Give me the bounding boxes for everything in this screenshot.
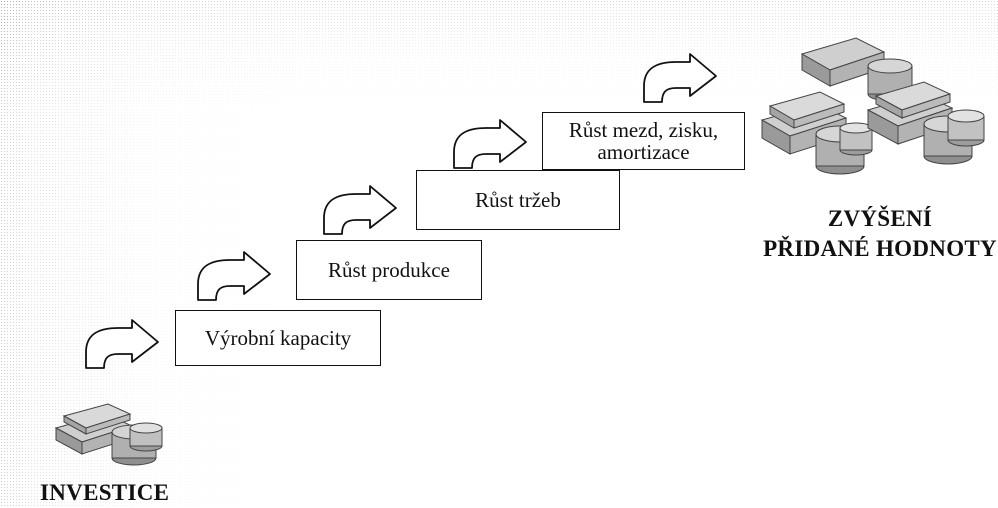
step-label: Růst produkce xyxy=(328,257,450,282)
step-label: Výrobní kapacity xyxy=(204,325,352,350)
curved-arrow-icon xyxy=(643,53,717,103)
start-label: INVESTICE xyxy=(40,480,170,505)
end-label-line2: PŘIDANÉ HODNOTY xyxy=(763,236,997,261)
money-stack-icon xyxy=(54,403,163,466)
money-stack-icon xyxy=(760,37,985,175)
curved-arrow-icon xyxy=(453,119,527,169)
step-label: Růst tržeb xyxy=(475,187,561,212)
step-box-rust-mezd: Růst mezd, zisku, amortizace xyxy=(542,112,745,170)
step-box-rust-trzeb: Růst tržeb xyxy=(416,170,620,230)
curved-arrow-icon xyxy=(85,319,159,369)
step-box-vyrobni-kapacity: Výrobní kapacity xyxy=(175,310,381,366)
end-label: ZVÝŠENÍ PŘIDANÉ HODNOTY xyxy=(762,204,998,264)
step-label-line1: Růst mezd, zisku, xyxy=(568,117,719,142)
end-label-line1: ZVÝŠENÍ xyxy=(827,206,933,231)
step-box-rust-produkce: Růst produkce xyxy=(296,240,482,300)
curved-arrow-icon xyxy=(323,185,397,235)
step-label-line2: amortizace xyxy=(597,140,690,164)
curved-arrow-icon xyxy=(197,251,271,301)
